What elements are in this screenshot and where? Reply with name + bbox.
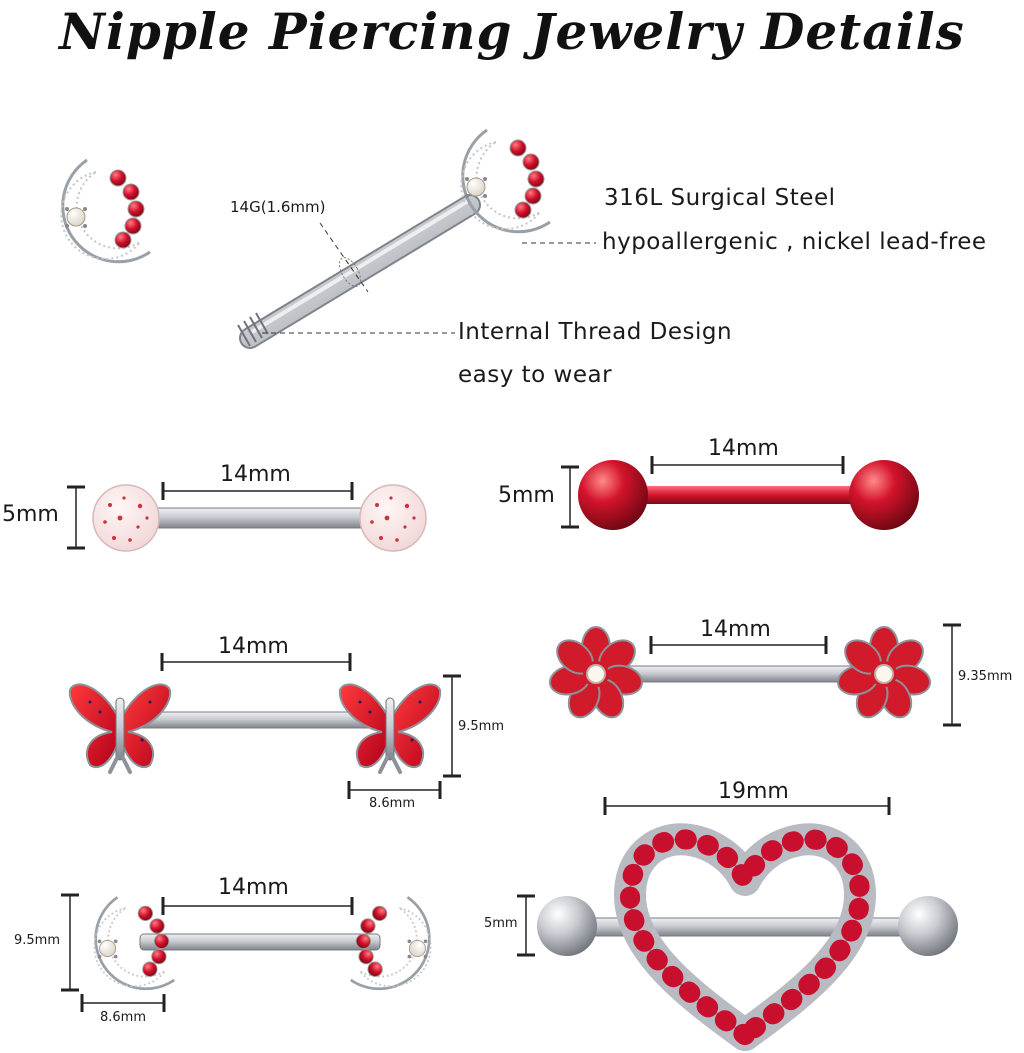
red-length-label: 14mm — [708, 436, 779, 461]
red-ball-barbell — [578, 460, 919, 530]
glitter-ball-barbell — [92, 484, 427, 552]
thread-label: Internal Thread Design — [458, 319, 733, 345]
material-label: 316L Surgical Steel — [604, 185, 836, 211]
hypoallergenic-label: hypoallergenic , nickel lead-free — [602, 229, 987, 255]
heart-shield-barbell — [537, 823, 958, 1051]
flower-height-label: 9.35mm — [958, 669, 1013, 684]
butterfly-width-label: 8.6mm — [369, 796, 416, 811]
heart-length-label: 19mm — [718, 779, 789, 804]
red-ball-label: 5mm — [498, 483, 555, 508]
heart-ball-label: 5mm — [484, 916, 518, 931]
daisy-barbell — [546, 626, 934, 724]
glitter-ball-label: 5mm — [2, 502, 59, 527]
moon-width-label: 8.6mm — [100, 1010, 147, 1025]
butterfly-length-label: 14mm — [218, 634, 289, 659]
page-title: Nipple Piercing Jewelry Details — [59, 2, 965, 61]
moon-height-label: 9.5mm — [14, 933, 61, 948]
moon-barbell — [92, 895, 433, 991]
glitter-length-label: 14mm — [220, 462, 291, 487]
leader-lines — [262, 222, 596, 334]
moon-charm-detail — [59, 158, 152, 264]
moon-length-label: 14mm — [218, 875, 289, 900]
moon-barbell-hero — [237, 130, 550, 349]
butterfly-barbell — [67, 682, 443, 774]
butterfly-height-label: 9.5mm — [458, 719, 505, 734]
easy-wear-label: easy to wear — [458, 362, 613, 388]
gauge-label: 14G(1.6mm) — [230, 198, 326, 216]
flower-length-label: 14mm — [700, 617, 771, 642]
